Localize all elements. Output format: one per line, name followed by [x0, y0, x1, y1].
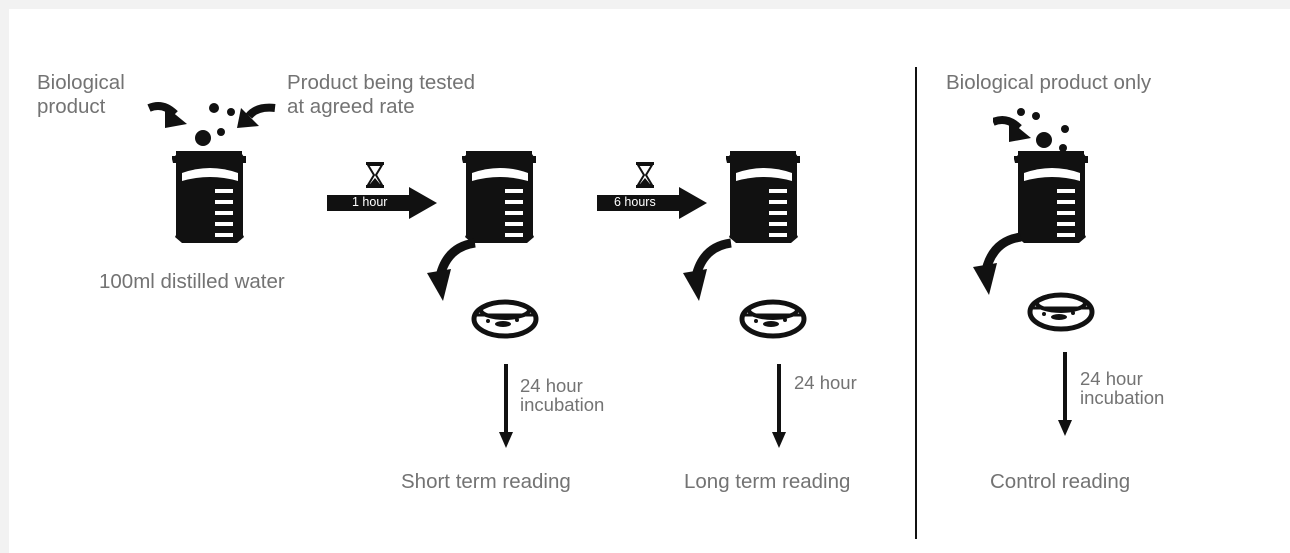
down-arrow-icon: [499, 364, 513, 448]
hourglass-icon: [365, 161, 385, 189]
short-term-reading-label: Short term reading: [401, 470, 571, 493]
diagram-canvas: Biological product Product being tested …: [9, 9, 1290, 553]
petri-dish-icon: [739, 296, 807, 340]
down-arrow-icon: [772, 364, 786, 448]
control-reading-label: Control reading: [990, 470, 1131, 493]
incubation-label: 24 hour incubation: [520, 375, 605, 415]
add-ingredients-icon: [993, 108, 1069, 152]
hourglass-icon: [635, 161, 655, 189]
pour-arrow-icon: [681, 237, 737, 305]
incubation-label: 24 hour incubation: [1080, 368, 1165, 408]
water-label: 100ml distilled water: [99, 270, 285, 293]
pour-arrow-icon: [971, 231, 1027, 299]
right-arrow-icon: [597, 187, 707, 219]
control-title: Biological product only: [946, 71, 1152, 94]
incubation-label: 24 hour: [794, 372, 857, 393]
divider: [915, 67, 917, 539]
biological-product-label: Biological product: [37, 71, 125, 118]
pour-arrow-icon: [425, 237, 481, 305]
down-arrow-icon: [1058, 352, 1072, 436]
product-tested-label: Product being tested at agreed rate: [287, 71, 476, 118]
step-duration-label: 6 hours: [614, 195, 656, 209]
beaker-icon: [726, 151, 800, 243]
petri-dish-icon: [471, 296, 539, 340]
beaker-icon: [462, 151, 536, 243]
beaker-icon: [172, 151, 246, 243]
right-arrow-icon: [327, 187, 437, 219]
petri-dish-icon: [1027, 289, 1095, 333]
step-duration-label: 1 hour: [352, 195, 388, 209]
long-term-reading-label: Long term reading: [684, 470, 851, 493]
add-ingredients-icon: [147, 94, 279, 146]
